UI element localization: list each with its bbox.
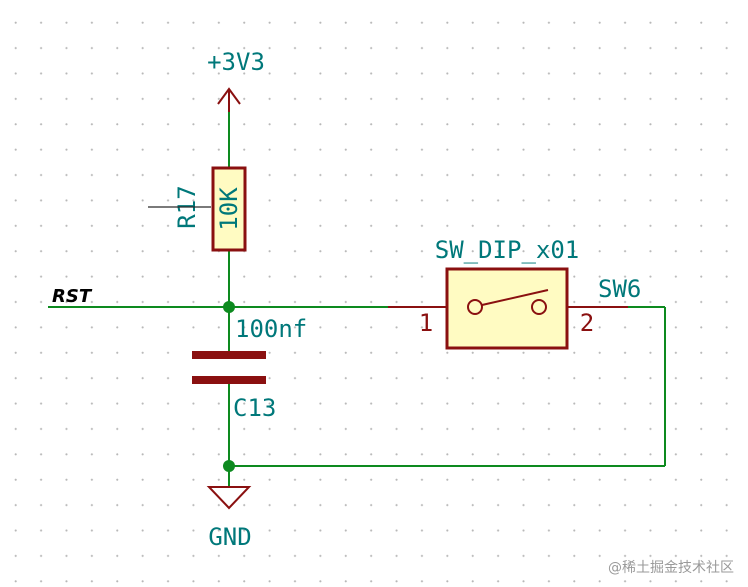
- watermark-text: @稀土掘金技术社区: [608, 560, 734, 576]
- ground-label: GND: [208, 523, 251, 551]
- capacitor-value: 100nf: [235, 315, 307, 343]
- switch-pin2-label: 2: [580, 309, 594, 337]
- resistor-r17-body: [211, 166, 247, 252]
- switch-pin1-label: 1: [419, 309, 433, 337]
- switch-value: SW_DIP_x01: [435, 236, 580, 264]
- capacitor-reference: C13: [233, 394, 276, 422]
- switch-sw6-body: [445, 267, 569, 350]
- junction-rst-node: [223, 301, 235, 313]
- junction-gnd-node: [223, 460, 235, 472]
- supply-label: +3V3: [207, 48, 265, 76]
- switch-contact: [467, 289, 549, 315]
- switch-reference: SW6: [598, 275, 641, 303]
- capacitor-c13: [192, 351, 266, 384]
- net-label-rst: RST: [52, 286, 93, 307]
- resistor-value: 10K: [215, 187, 243, 231]
- ground-symbol: [206, 486, 252, 510]
- wires: [48, 112, 666, 487]
- supply-symbol-3v3: [217, 87, 241, 112]
